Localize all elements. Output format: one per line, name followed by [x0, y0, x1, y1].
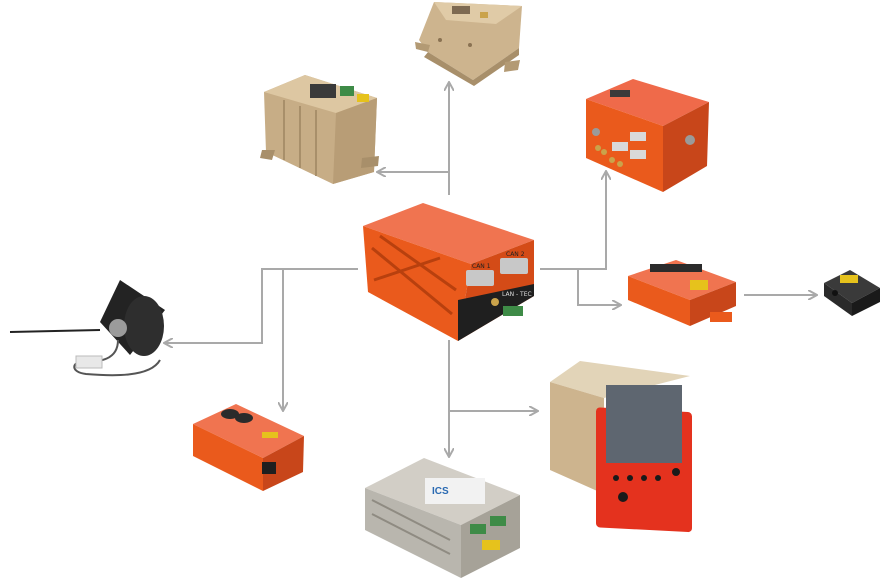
db9-connector-icon [466, 270, 494, 286]
display-knob-icon [672, 468, 680, 476]
main-control-unit: CAN 1 CAN 2 LAN - TEC [363, 203, 534, 341]
display-button [613, 475, 619, 481]
gps-antenna [9, 280, 165, 377]
display-knob-icon [618, 492, 628, 502]
display-button [641, 475, 647, 481]
can2-label: CAN 2 [506, 251, 525, 258]
orange-module-right [628, 260, 736, 326]
db9-connector-icon [500, 258, 528, 274]
can1-label: CAN 1 [472, 263, 491, 270]
panel-label: LAN - TEC [502, 291, 532, 298]
connector-icon [452, 6, 470, 14]
display-panel [550, 361, 692, 533]
display-button [627, 475, 633, 481]
connectors [165, 83, 816, 456]
connector-to-gps-antenna [165, 268, 358, 343]
display-screen [606, 385, 682, 463]
display-button [655, 475, 661, 481]
connector-to-orange-module-right [577, 269, 620, 305]
front-panel [458, 284, 534, 341]
red-unit-upper-right [586, 79, 709, 192]
orange-imu-unit [193, 404, 304, 491]
connector-icon [630, 132, 646, 141]
gold-unit-upper-left [260, 75, 379, 184]
connector-to-red-unit-upper-right [540, 172, 606, 270]
laser-sensor [824, 270, 880, 316]
bottom-unit-logo: ICS [432, 486, 449, 497]
silver-unit-bottom: ICS [365, 458, 520, 578]
connector-icon [310, 84, 336, 98]
gold-unit-top [415, 2, 522, 86]
